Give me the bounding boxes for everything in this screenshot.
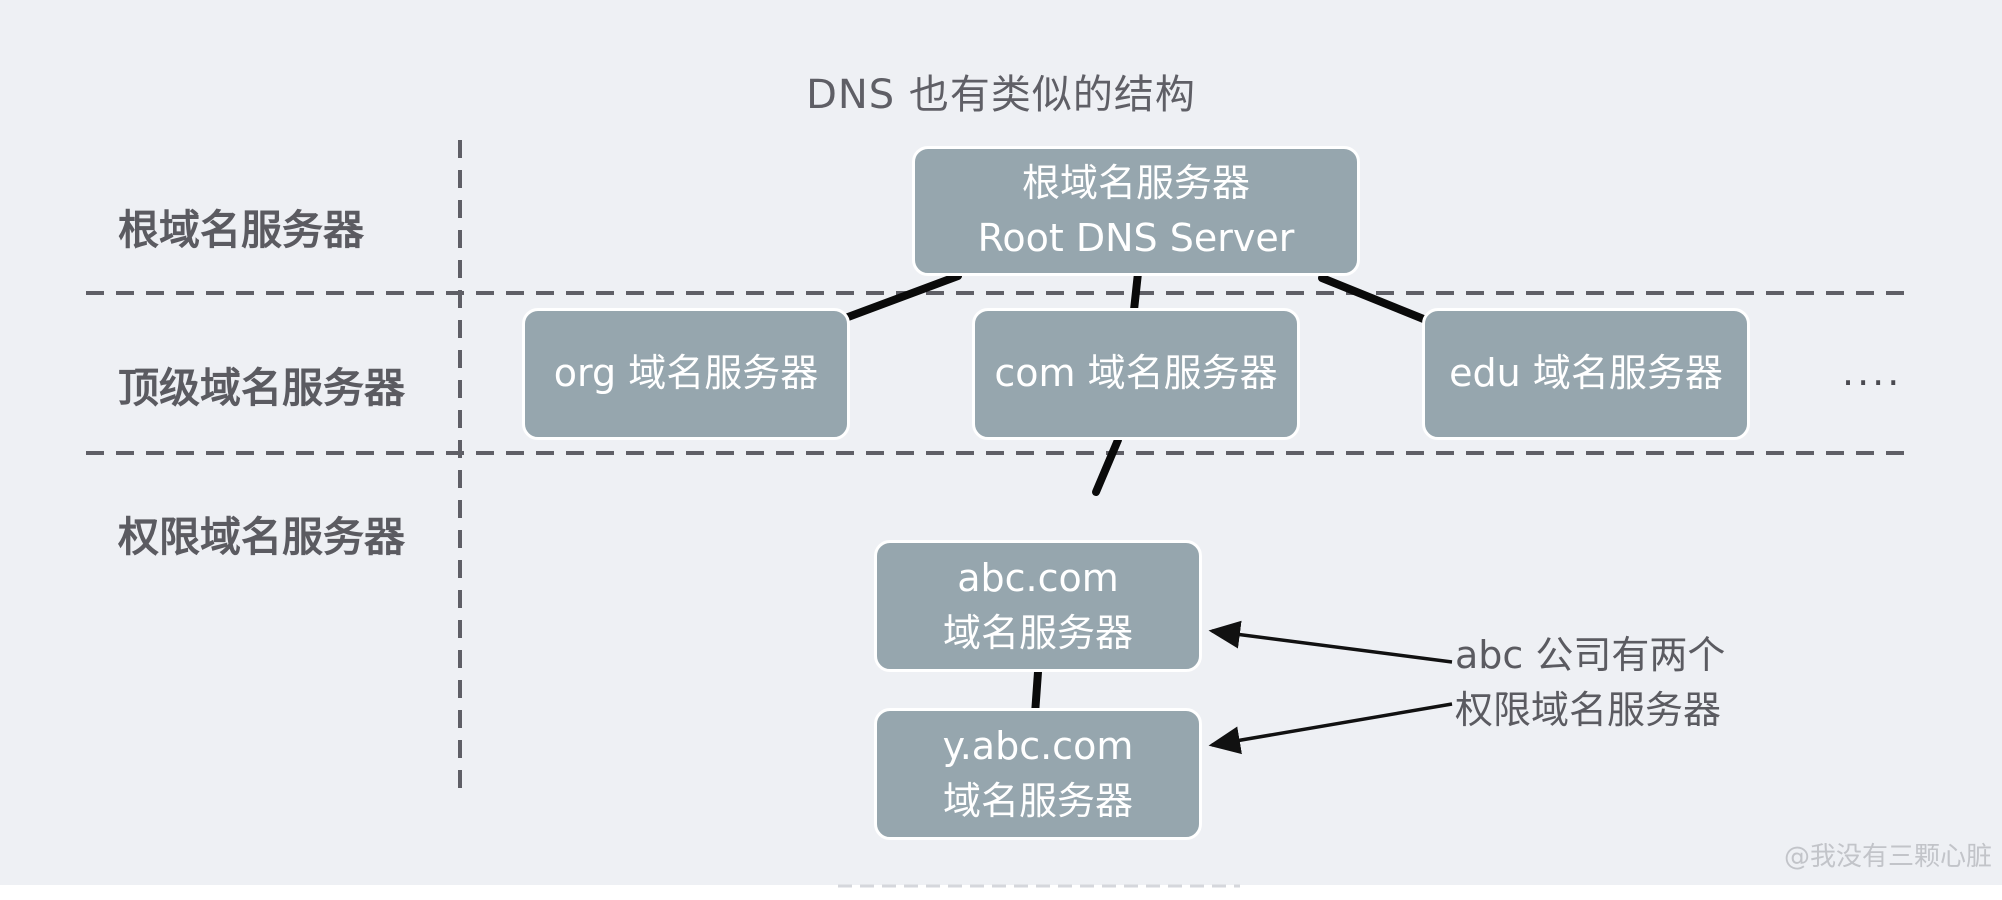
row-label-authoritative: 权限域名服务器 [118, 513, 405, 561]
edu-node-label: edu 域名服务器 [1449, 351, 1723, 396]
more-servers-ellipsis: .... [1842, 350, 1903, 394]
connector-root-com [1130, 269, 1142, 314]
annotation-arrow-yabc [1208, 702, 1453, 755]
annotation-line-1: abc 公司有两个 [1455, 633, 1726, 677]
root-node-label-en: Root DNS Server [977, 216, 1295, 260]
annotation-line-2: 权限域名服务器 [1455, 688, 1722, 733]
connector-root-edu [1318, 274, 1430, 324]
connector-com-abc [1092, 436, 1122, 496]
annotation-arrow-abc [1208, 620, 1453, 664]
org-node-label: org 域名服务器 [553, 351, 819, 396]
edu-server-node: edu 域名服务器 [1422, 308, 1750, 440]
root-dns-server-node: 根域名服务器 Root DNS Server [912, 146, 1360, 276]
row-label-root: 根域名服务器 [118, 206, 364, 254]
y-abc-com-server-node: y.abc.com 域名服务器 [874, 708, 1202, 840]
connector-abc-yabc [1031, 668, 1042, 718]
watermark: @我没有三颗心脏 [1783, 842, 1992, 872]
yabc-node-domain: y.abc.com [942, 723, 1134, 768]
com-node-label: com 域名服务器 [994, 351, 1278, 396]
row-label-tld: 顶级域名服务器 [118, 364, 405, 412]
abc-node-label: 域名服务器 [942, 611, 1133, 655]
abc-com-server-node: abc.com 域名服务器 [874, 540, 1202, 672]
root-node-label-zh: 根域名服务器 [1021, 160, 1250, 205]
com-server-node: com 域名服务器 [972, 308, 1300, 440]
abc-node-domain: abc.com [957, 555, 1119, 600]
org-server-node: org 域名服务器 [522, 308, 850, 440]
yabc-node-label: 域名服务器 [942, 779, 1133, 823]
annotation-note: abc 公司有两个 权限域名服务器 [1455, 628, 1725, 738]
connector-root-org [836, 272, 962, 324]
diagram-title: DNS 也有类似的结构 [806, 72, 1196, 118]
